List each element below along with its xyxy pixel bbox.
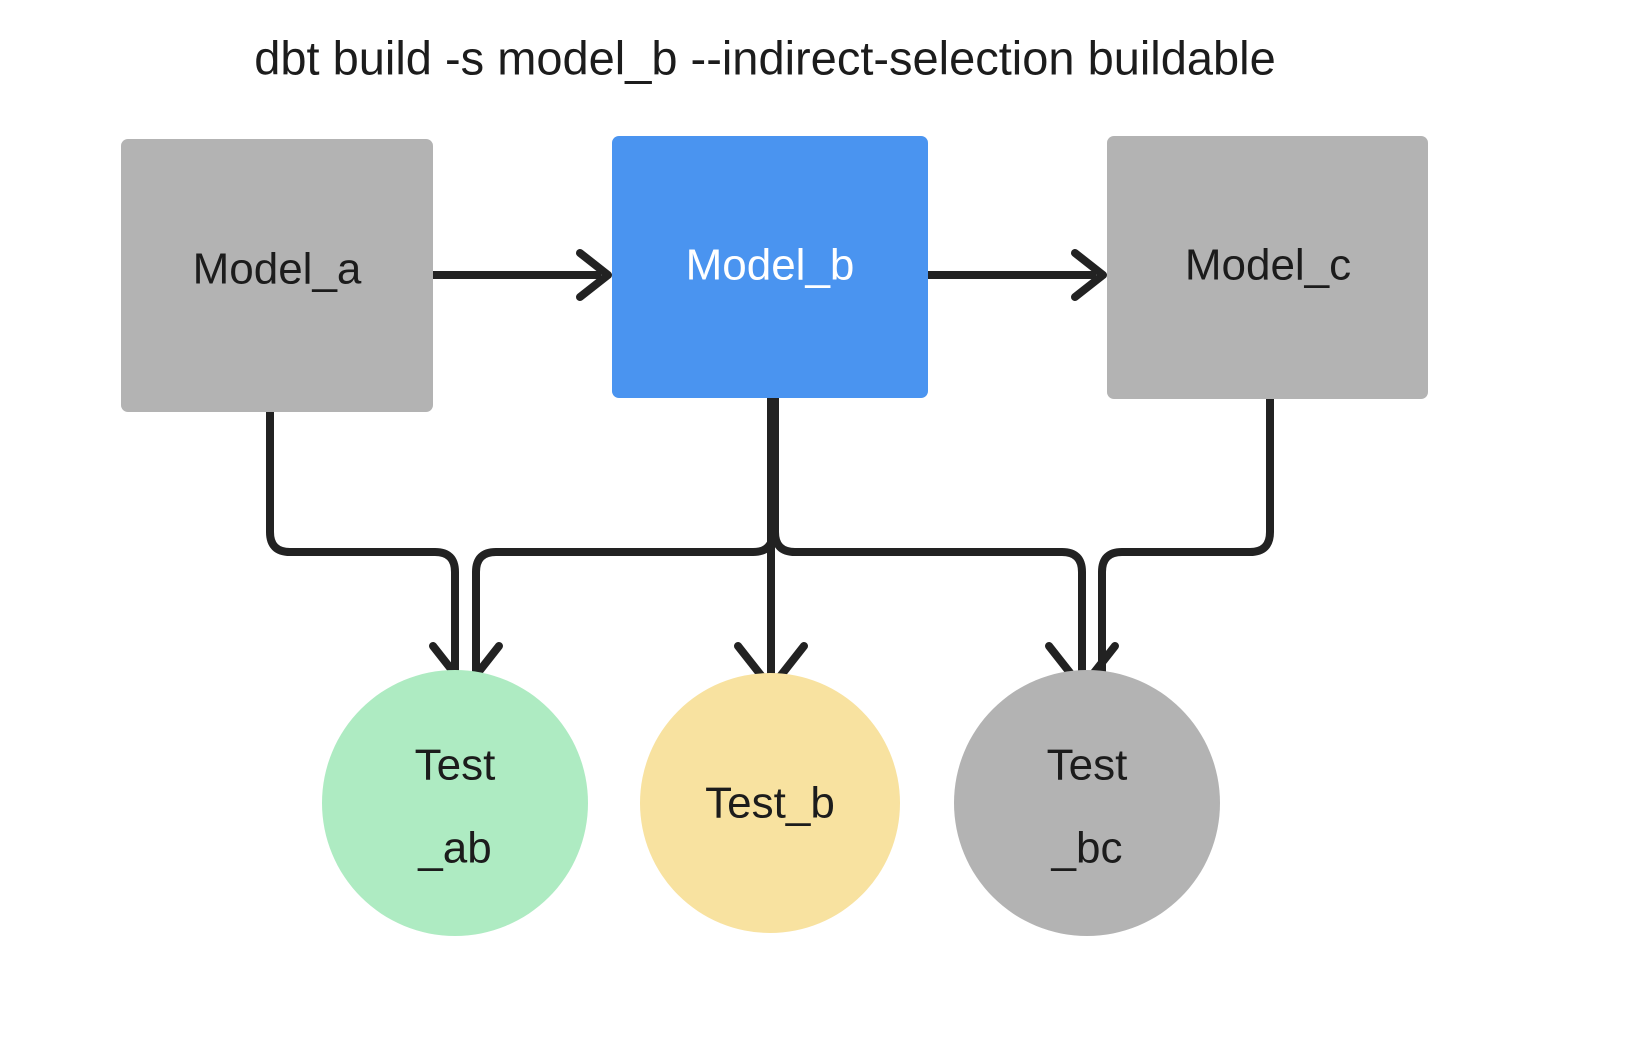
node-model-a[interactable]: Model_a (121, 139, 433, 412)
edge-layer (266, 249, 1274, 692)
edge-model-a-to-model-b (433, 249, 612, 301)
node-test-bc[interactable]: Test _bc (954, 670, 1220, 936)
node-shape-model-b[interactable] (612, 136, 928, 398)
node-shape-test-bc[interactable] (954, 670, 1220, 936)
node-shape-test-ab[interactable] (322, 670, 588, 936)
edge-line-model-c-test-bc (1098, 399, 1274, 690)
edge-model-a-to-test-ab (266, 412, 459, 690)
edge-model-b-to-test-bc (771, 398, 1119, 692)
edge-line-model-b-test-ab (472, 398, 777, 690)
node-model-c[interactable]: Model_c (1107, 136, 1428, 399)
edge-model-b-to-test-ab (429, 398, 777, 692)
model-node-layer: Model_a Model_b Model_c (121, 136, 1428, 412)
node-label-test-bc-line2: _bc (1051, 824, 1123, 873)
test-node-layer: Test _ab Test_b Test _bc (322, 670, 1220, 936)
node-label-model-b: Model_b (686, 241, 855, 290)
node-shape-test-b[interactable] (640, 673, 900, 933)
node-model-b[interactable]: Model_b (612, 136, 928, 398)
node-label-test-ab-line1: Test (415, 741, 496, 790)
node-label-test-bc-line1: Test (1047, 741, 1128, 790)
node-shape-model-c[interactable] (1107, 136, 1428, 399)
edge-model-b-to-model-c (928, 249, 1107, 301)
node-shape-model-a[interactable] (121, 139, 433, 412)
arrowhead-icon-model-c (1071, 249, 1107, 301)
node-label-test-b: Test_b (705, 779, 835, 828)
node-label-test-ab-line2: _ab (417, 824, 491, 873)
node-label-model-c: Model_c (1185, 241, 1351, 290)
page-title: dbt build -s model_b --indirect-selectio… (254, 31, 1276, 84)
edge-model-c-to-test-bc (1098, 399, 1274, 690)
node-test-b[interactable]: Test_b (640, 673, 900, 933)
node-label-model-a: Model_a (193, 245, 362, 294)
edge-line-model-b-test-bc (771, 398, 1086, 690)
edge-line-model-a-test-ab (266, 412, 459, 690)
arrowhead-icon-model-b (576, 249, 612, 301)
node-test-ab[interactable]: Test _ab (322, 670, 588, 936)
